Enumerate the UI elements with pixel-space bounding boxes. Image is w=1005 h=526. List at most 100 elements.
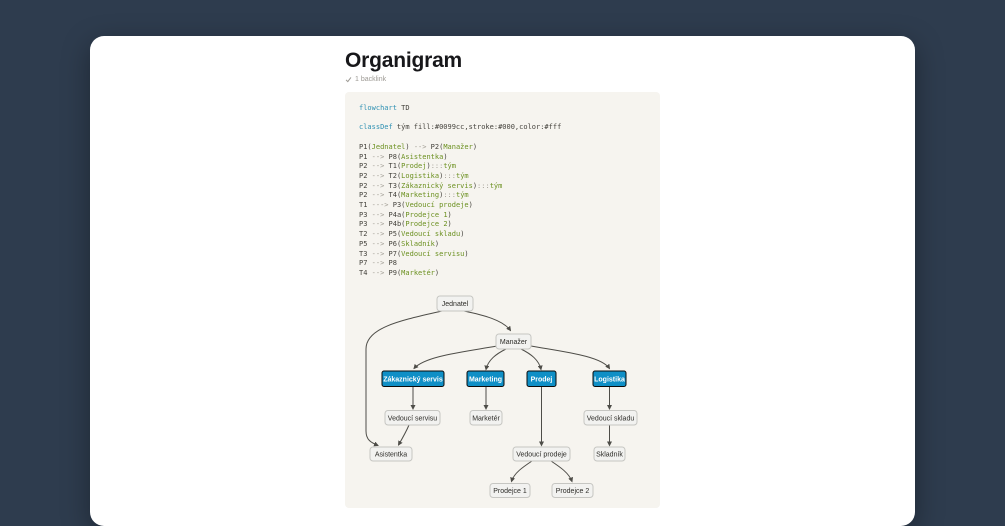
svg-text:Zákaznický servis: Zákaznický servis [383,377,443,384]
code-token: ) [434,268,440,277]
code-line: P3 --> P4b(Prodejce 2) [359,220,646,230]
code-token: --> [371,220,385,229]
code-token: Jednatel [371,142,406,151]
code-token: P2 [359,181,372,190]
edge-jednatel-asistentka [365,310,443,447]
code-token: --> [371,259,385,268]
code-line: P5 --> P6(Skladník) [359,240,646,250]
code-token: T4 [359,268,372,277]
mermaid-code-block[interactable]: flowchart TD classDef tým fill:#0099cc,s… [345,92,660,508]
code-token: ) [468,201,473,210]
code-token: --> [371,171,385,180]
code-token: ) [426,162,431,171]
node-marketer: Marketér [469,410,503,426]
code-token: ) [443,152,448,161]
node-marketing: Marketing [466,370,505,387]
node-prodejce2: Prodejce 2 [551,483,594,498]
svg-text:Marketér: Marketér [472,416,500,423]
code-token: P2 [359,162,372,171]
code-token: T3( [384,181,402,190]
code-token: P2 [359,171,372,180]
svg-text:Asistentka: Asistentka [375,452,407,459]
desktop: { "page": { "title": "Organigram", "back… [90,36,915,526]
svg-text:Vedoucí prodeje: Vedoucí prodeje [516,452,567,459]
code-token: T1 [359,201,372,210]
code-token: --> [371,249,385,258]
node-prodej: Prodej [526,370,557,387]
code-token: P6( [384,239,402,248]
org-chart-edges [365,310,612,483]
code-line: T4 --> P9(Marketér) [359,269,646,279]
svg-text:Logistika: Logistika [594,377,625,384]
code-line: T3 --> P7(Vedoucí servisu) [359,250,646,260]
node-asistentka: Asistentka [369,446,413,462]
code-token: tým [443,162,456,171]
code-token: TD [396,104,410,112]
code-token: P8 [384,259,397,268]
node-vedouci-prodeje: Vedoucí prodeje [512,446,571,462]
code-token: --> [371,152,385,161]
code-line: P1(Jednatel) --> P2(Manažer) [359,143,646,153]
code-token: --> [371,239,385,248]
code-token: P2 [359,191,372,200]
node-jednatel: Jednatel [436,295,474,312]
page-title: Organigram [345,49,463,72]
code-token: tým [489,181,503,190]
edge-manazer-logistika [530,345,611,370]
code-line: P1 --> P8(Asistentka) [359,153,646,163]
code-token: P3 [359,220,372,229]
code-token: P4a( [384,210,406,219]
code-token: Manažer [443,142,473,151]
code-token: P5( [384,230,402,239]
code-token: P3( [388,201,406,210]
code-token: Vedoucí skladu [401,230,461,239]
note-content: Organigram 1 backlink flowchart TD class… [345,49,660,508]
node-skladnik: Skladník [593,446,626,462]
code-line: P2 --> T3(Zákaznický servis):::tým [359,182,646,192]
code-token: ) [464,249,469,258]
node-prodejce1: Prodejce 1 [489,483,531,498]
org-chart-nodes: Jednatel Manažer Zákaznický servis Marke… [369,295,638,498]
code-token: ) [439,171,444,180]
svg-text:Skladník: Skladník [596,452,623,459]
code-token: P1 [359,152,372,161]
code-line: P2 --> T4(Marketing):::tým [359,191,646,201]
org-chart-diagram: Jednatel Manažer Zákaznický servis Marke… [365,295,638,498]
code-token: classDef [359,123,393,132]
svg-text:Marketing: Marketing [469,377,502,384]
code-token: ) [439,191,444,200]
code-line: classDef tým fill:#0099cc,stroke:#000,co… [359,123,646,133]
code-token: Prodejce 2 [405,220,448,229]
backlink-check-icon [345,77,352,83]
edge-manazer-prodej [520,348,543,371]
code-token: Vedoucí servisu [401,249,465,258]
code-token: T1( [384,162,402,171]
edge-vedouci-servisu-asistentka [397,424,410,446]
code-line: P2 --> T1(Prodej):::tým [359,162,646,172]
code-line: P7 --> P8 [359,259,646,269]
code-line: T2 --> P5(Vedoucí skladu) [359,230,646,240]
code-token: Vedoucí prodeje [405,201,469,210]
code-token: P8( [384,152,402,161]
code-token: P2( [426,142,444,151]
code-token: ) [405,142,414,151]
code-line [359,133,646,143]
code-line: P2 --> T2(Logistika):::tým [359,172,646,182]
code-token: --> [413,142,427,151]
code-token: Asistentka [401,152,444,161]
code-token: P7( [384,249,402,258]
svg-text:Manažer: Manažer [500,339,528,346]
code-token: Marketér [401,268,435,277]
backlink-count[interactable]: 1 backlink [345,76,660,83]
code-token: ::: [443,171,456,180]
edge-manazer-marketing [484,348,507,371]
code-token: ) [447,220,452,229]
svg-text:Prodej: Prodej [531,377,553,384]
code-token: P4b( [384,220,406,229]
code-token: ---> [371,201,389,210]
note-page: Organigram 1 backlink flowchart TD class… [90,36,915,526]
code-token: ) [434,239,440,248]
code-token: Marketing [401,191,440,200]
code-token: P9( [384,268,402,277]
code-token: tým [455,171,469,180]
